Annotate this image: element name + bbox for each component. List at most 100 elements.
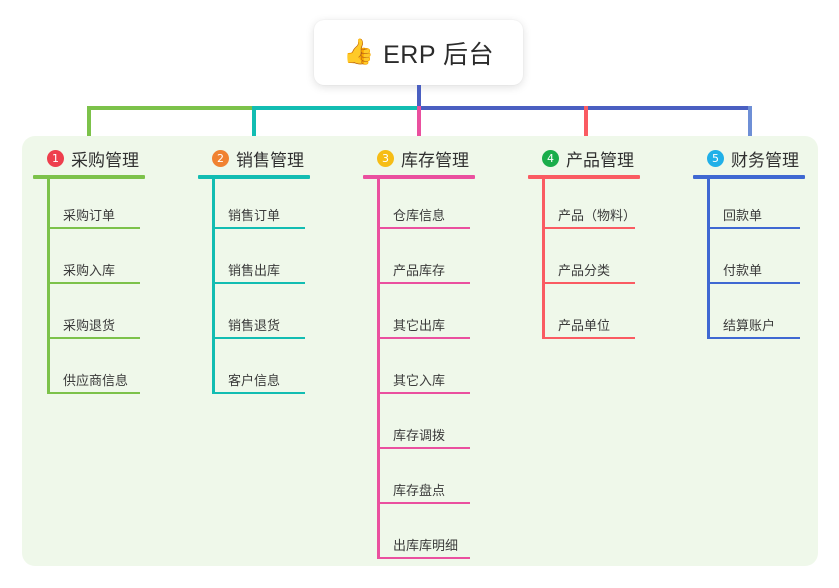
branch-item-rule — [212, 336, 305, 339]
branch-item[interactable]: 库存调拨 — [363, 399, 475, 454]
branch-item[interactable]: 采购入库 — [33, 234, 145, 289]
bus-teal — [253, 106, 417, 110]
branch-items-list: 采购订单采购入库采购退货供应商信息 — [33, 178, 145, 399]
branch-column-5: 5 财务管理回款单付款单结算账户 — [693, 146, 805, 344]
branch-header-rule — [363, 175, 475, 179]
branch-item-rule — [707, 336, 800, 339]
branch-title: 产品管理 — [566, 150, 634, 170]
branch-item-rule — [47, 336, 140, 339]
branch-item[interactable]: 产品分类 — [528, 234, 640, 289]
branch-item[interactable]: 出库库明细 — [363, 509, 475, 564]
branch-item-label: 仓库信息 — [393, 207, 446, 223]
branch-item-label: 产品分类 — [558, 262, 611, 278]
branch-item-label: 销售退货 — [228, 317, 281, 333]
root-stem-connector — [417, 85, 421, 108]
branch-items-list: 销售订单销售出库销售退货客户信息 — [198, 178, 310, 399]
branch-item-label: 产品库存 — [393, 262, 446, 278]
branch-item-rule — [377, 556, 470, 559]
branch-item[interactable]: 销售出库 — [198, 234, 310, 289]
branch-item-label: 结算账户 — [723, 317, 776, 333]
branch-spine — [542, 178, 545, 339]
branch-item[interactable]: 付款单 — [693, 234, 805, 289]
branch-header-1[interactable]: 1 采购管理 — [33, 146, 145, 170]
branch-item[interactable]: 采购退货 — [33, 289, 145, 344]
drop-finance — [748, 106, 752, 146]
branch-item[interactable]: 销售退货 — [198, 289, 310, 344]
branch-header-4[interactable]: 4 产品管理 — [528, 146, 640, 170]
branch-item-rule — [47, 281, 140, 284]
branch-item-label: 产品单位 — [558, 317, 611, 333]
branch-item-rule — [212, 391, 305, 394]
branch-item-label: 采购订单 — [63, 207, 116, 223]
branch-item[interactable]: 产品单位 — [528, 289, 640, 344]
branch-item-rule — [377, 501, 470, 504]
branch-item[interactable]: 库存盘点 — [363, 454, 475, 509]
branch-header-rule — [33, 175, 145, 179]
branch-number-badge: 4 — [542, 149, 559, 167]
branch-item[interactable]: 产品（物料） — [528, 179, 640, 234]
branch-items-list: 仓库信息产品库存其它出库其它入库库存调拨库存盘点出库库明细 — [363, 178, 475, 564]
branch-item[interactable]: 仓库信息 — [363, 179, 475, 234]
drop-sales — [252, 106, 256, 146]
branch-column-2: 2 销售管理销售订单销售出库销售退货客户信息 — [198, 146, 310, 399]
branch-item-rule — [377, 226, 470, 229]
mindmap-panel — [22, 136, 818, 566]
branch-item[interactable]: 结算账户 — [693, 289, 805, 344]
branch-header-rule — [198, 175, 310, 179]
branch-items-list: 产品（物料） 产品分类产品单位 — [528, 178, 640, 344]
branch-item-rule — [377, 391, 470, 394]
branch-column-1: 1 采购管理采购订单采购入库采购退货供应商信息 — [33, 146, 145, 399]
branch-item[interactable]: 采购订单 — [33, 179, 145, 234]
branch-header-rule — [693, 175, 805, 179]
branch-item-label: 采购退货 — [63, 317, 116, 333]
branch-item-rule — [377, 281, 470, 284]
branch-item-rule — [212, 226, 305, 229]
branch-header-5[interactable]: 5 财务管理 — [693, 146, 805, 170]
branch-header-2[interactable]: 2 销售管理 — [198, 146, 310, 170]
branch-spine — [212, 178, 215, 394]
branch-item[interactable]: 销售订单 — [198, 179, 310, 234]
branch-item-rule — [542, 226, 635, 229]
branch-spine — [707, 178, 710, 339]
branch-item[interactable]: 其它入库 — [363, 344, 475, 399]
branch-item-label: 库存盘点 — [393, 482, 446, 498]
branch-item[interactable]: 产品库存 — [363, 234, 475, 289]
branch-item-rule — [212, 281, 305, 284]
branch-title: 库存管理 — [401, 150, 469, 170]
branch-spine — [47, 178, 50, 394]
branch-item-label: 供应商信息 — [63, 372, 129, 388]
branch-number-badge: 3 — [377, 149, 394, 167]
branch-item[interactable]: 客户信息 — [198, 344, 310, 399]
branch-item[interactable]: 其它出库 — [363, 289, 475, 344]
branch-title: 采购管理 — [71, 150, 139, 170]
branch-number-badge: 1 — [47, 149, 64, 167]
branch-title: 销售管理 — [236, 150, 304, 170]
branch-item-rule — [707, 226, 800, 229]
branch-item-rule — [47, 391, 140, 394]
branch-item-label: 库存调拨 — [393, 427, 446, 443]
branch-item-label: 产品（物料） — [558, 207, 637, 223]
branch-item-label: 其它入库 — [393, 372, 446, 388]
branch-spine — [377, 178, 380, 559]
branch-header-3[interactable]: 3 库存管理 — [363, 146, 475, 170]
branch-item-rule — [47, 226, 140, 229]
branch-number-badge: 5 — [707, 149, 724, 167]
branch-item-label: 销售出库 — [228, 262, 281, 278]
branch-item-label: 采购入库 — [63, 262, 116, 278]
bus-green — [87, 106, 253, 110]
root-node-content: 👍 ERP 后台 — [343, 35, 494, 71]
branch-column-4: 4 产品管理产品（物料） 产品分类产品单位 — [528, 146, 640, 344]
root-node-title: ERP 后台 — [383, 40, 495, 69]
branch-title: 财务管理 — [731, 150, 799, 170]
branch-item-label: 客户信息 — [228, 372, 281, 388]
branch-item[interactable]: 供应商信息 — [33, 344, 145, 399]
branch-item-rule — [377, 446, 470, 449]
drop-product — [584, 106, 588, 146]
branch-item-label: 付款单 — [723, 262, 763, 278]
branch-header-rule — [528, 175, 640, 179]
branch-number-badge: 2 — [212, 149, 229, 167]
branch-item-rule — [542, 281, 635, 284]
branch-item[interactable]: 回款单 — [693, 179, 805, 234]
root-node-card[interactable]: 👍 ERP 后台 — [314, 20, 523, 85]
branch-item-rule — [377, 336, 470, 339]
